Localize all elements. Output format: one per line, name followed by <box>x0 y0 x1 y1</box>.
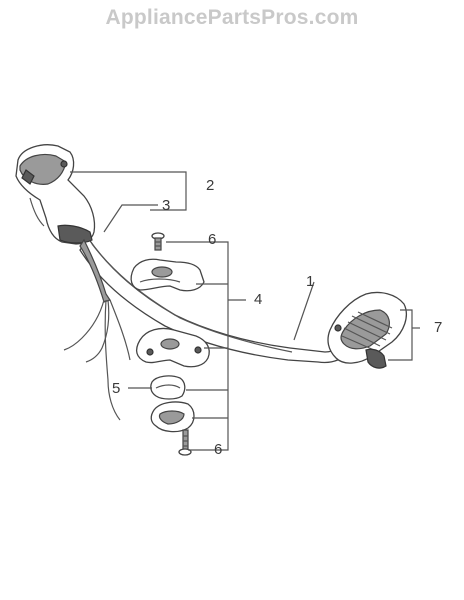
shaft <box>79 236 356 364</box>
rear-grip <box>327 291 407 369</box>
watermark-text: AppliancePartsPros.com <box>106 6 359 29</box>
throttle-cable <box>63 238 131 421</box>
bottom-screw <box>178 429 192 456</box>
callout-handle-assembly: 2 <box>206 177 214 194</box>
handle-assembly <box>15 144 96 245</box>
spacer <box>150 375 186 400</box>
upper-clamp <box>130 258 205 292</box>
callout-bottom-screw: 6 <box>214 441 222 458</box>
leader-lines <box>70 171 420 451</box>
bottom-clamp-ring <box>150 401 195 433</box>
callout-top-screw: 6 <box>208 231 216 248</box>
lower-clamp <box>135 327 210 368</box>
callout-spacer: 5 <box>112 380 120 397</box>
callout-clamp-assembly: 4 <box>254 291 262 308</box>
callout-throttle-cable: 3 <box>162 197 170 214</box>
callout-shaft: 1 <box>306 273 314 290</box>
top-screw <box>151 232 165 251</box>
callout-rear-grip: 7 <box>434 319 442 336</box>
